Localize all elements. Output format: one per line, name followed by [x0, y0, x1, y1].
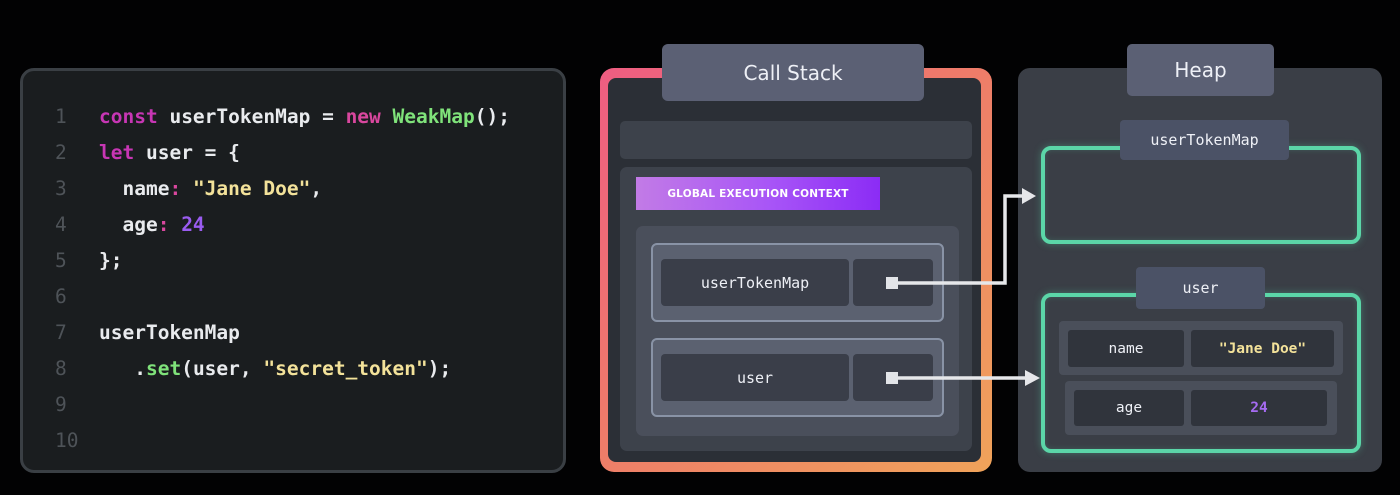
heap-property-value: "Jane Doe": [1191, 330, 1334, 367]
code-token: "Jane Doe": [192, 177, 311, 200]
pointer-dot: [886, 372, 898, 384]
stack-variable-name: user: [661, 354, 849, 401]
line-number: 1: [55, 105, 67, 128]
code-token: ,: [310, 177, 323, 200]
code-text: const userTokenMap = new WeakMap();: [99, 99, 510, 135]
code-token: WeakMap: [392, 105, 475, 128]
stack-variable-name: userTokenMap: [661, 259, 849, 306]
code-token: age: [99, 213, 158, 236]
code-token: const: [99, 105, 170, 128]
code-token: new: [345, 105, 393, 128]
code-token: name: [99, 177, 170, 200]
code-token: "secret_token": [263, 357, 428, 380]
code-token: };: [99, 249, 123, 272]
code-text: age: 24: [99, 207, 205, 243]
code-text: userTokenMap: [99, 315, 240, 351]
code-token: userTokenMap: [99, 321, 240, 344]
global-execution-context-label: GLOBAL EXECUTION CONTEXT: [636, 177, 880, 210]
code-token: );: [427, 357, 452, 380]
code-text: let user = {: [99, 135, 240, 171]
code-token: .: [99, 357, 146, 380]
code-token: let: [99, 141, 146, 164]
line-number: 9: [55, 393, 67, 416]
heap-object-usertokenmap: [1041, 146, 1361, 244]
code-token: user = {: [145, 141, 240, 164]
line-number: 2: [55, 141, 67, 164]
line-number: 8: [55, 357, 67, 380]
empty-stack-slot: [620, 121, 972, 159]
code-token: :: [157, 213, 182, 236]
code-token: 24: [181, 213, 205, 236]
code-token: ();: [474, 105, 510, 128]
code-text: };: [99, 243, 122, 279]
code-token: :: [169, 177, 193, 200]
code-text: name: "Jane Doe",: [99, 171, 322, 207]
line-number: 7: [55, 321, 67, 344]
line-number: 4: [55, 213, 67, 236]
heap-title: Heap: [1127, 44, 1274, 96]
code-token: set: [145, 357, 182, 380]
code-text: .set(user, "secret_token");: [99, 351, 451, 387]
line-number: 6: [55, 285, 67, 308]
call-stack-title: Call Stack: [662, 44, 924, 101]
heap-object-label: user: [1136, 267, 1265, 309]
line-number: 5: [55, 249, 67, 272]
heap-property-key: name: [1068, 330, 1184, 367]
heap-object-label: userTokenMap: [1120, 120, 1289, 160]
heap-property-key: age: [1074, 390, 1184, 426]
line-number: 3: [55, 177, 67, 200]
pointer-dot: [886, 277, 898, 289]
code-editor: 1 const userTokenMap = new WeakMap(); 2 let…: [20, 68, 566, 473]
code-token: userTokenMap =: [169, 105, 346, 128]
code-token: (user,: [181, 357, 264, 380]
heap-property-value: 24: [1191, 390, 1327, 426]
line-number: 10: [55, 429, 79, 452]
